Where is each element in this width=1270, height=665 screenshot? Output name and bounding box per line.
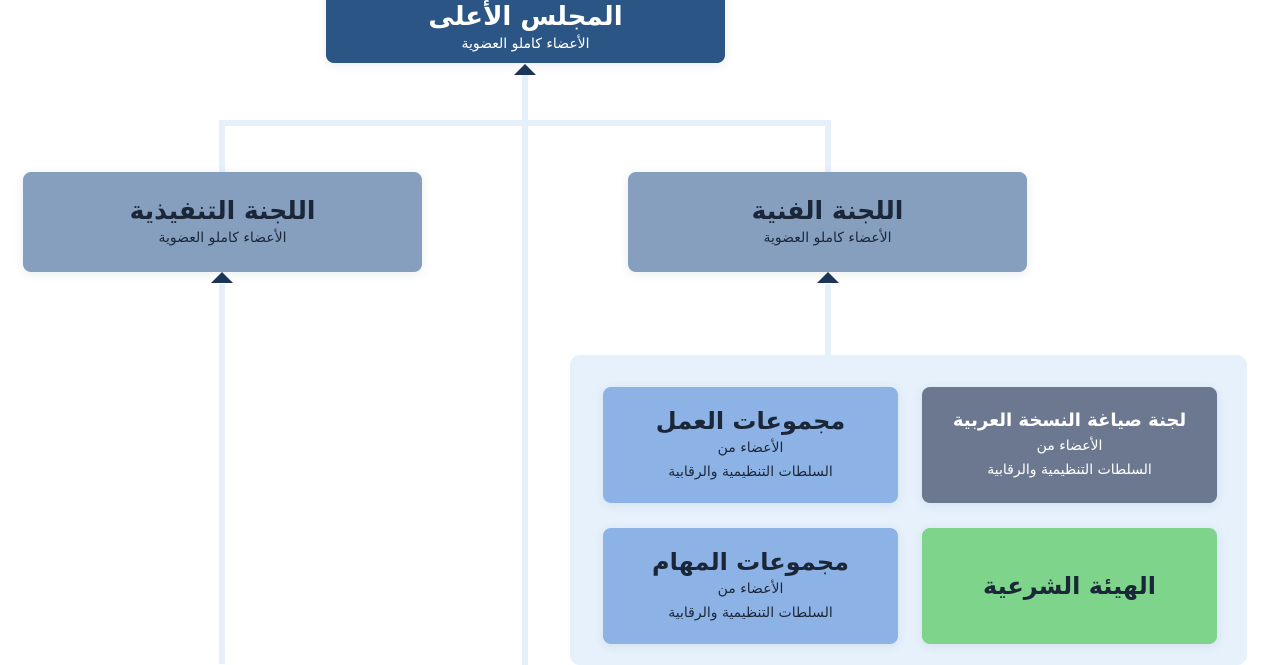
technical-committee-title: اللجنة الفنية — [751, 196, 904, 225]
task-groups-box[interactable]: مجموعات المهام الأعضاء من السلطات التنظي… — [603, 528, 898, 644]
supreme-council-title: المجلس الأعلى — [428, 1, 623, 32]
shariah-board-box[interactable]: الهيئة الشرعية — [922, 528, 1217, 644]
connector-horizontal — [219, 120, 831, 126]
supreme-council-subtitle: الأعضاء كاملو العضوية — [461, 35, 590, 52]
task-groups-subtitle-2: السلطات التنظيمية والرقابية — [668, 605, 833, 621]
arrow-up-icon — [211, 272, 233, 283]
arabic-drafting-committee-subtitle-1: الأعضاء من — [1036, 438, 1103, 454]
connector-trunk — [522, 75, 528, 665]
working-groups-subtitle-2: السلطات التنظيمية والرقابية — [668, 464, 833, 480]
task-groups-subtitle-1: الأعضاء من — [717, 581, 784, 597]
connector-executive-down — [219, 284, 225, 664]
arrow-up-icon — [514, 64, 536, 75]
supreme-council-box[interactable]: المجلس الأعلى الأعضاء كاملو العضوية — [326, 0, 725, 63]
shariah-board-title: الهيئة الشرعية — [983, 572, 1156, 600]
arrow-up-icon — [817, 272, 839, 283]
executive-committee-subtitle: الأعضاء كاملو العضوية — [158, 230, 287, 246]
technical-committee-box[interactable]: اللجنة الفنية الأعضاء كاملو العضوية — [628, 172, 1027, 272]
working-groups-box[interactable]: مجموعات العمل الأعضاء من السلطات التنظيم… — [603, 387, 898, 503]
working-groups-title: مجموعات العمل — [655, 407, 846, 435]
executive-committee-box[interactable]: اللجنة التنفيذية الأعضاء كاملو العضوية — [23, 172, 422, 272]
connector-right-drop — [825, 120, 831, 173]
task-groups-title: مجموعات المهام — [652, 548, 849, 576]
technical-committee-subtitle: الأعضاء كاملو العضوية — [763, 230, 892, 246]
arabic-drafting-committee-title: لجنة صياغة النسخة العربية — [952, 410, 1187, 431]
working-groups-subtitle-1: الأعضاء من — [717, 440, 784, 456]
arabic-drafting-committee-subtitle-2: السلطات التنظيمية والرقابية — [987, 462, 1152, 478]
arabic-drafting-committee-box[interactable]: لجنة صياغة النسخة العربية الأعضاء من الس… — [922, 387, 1217, 503]
executive-committee-title: اللجنة التنفيذية — [129, 196, 316, 225]
connector-left-drop — [219, 120, 225, 173]
connector-technical-down — [825, 284, 831, 356]
